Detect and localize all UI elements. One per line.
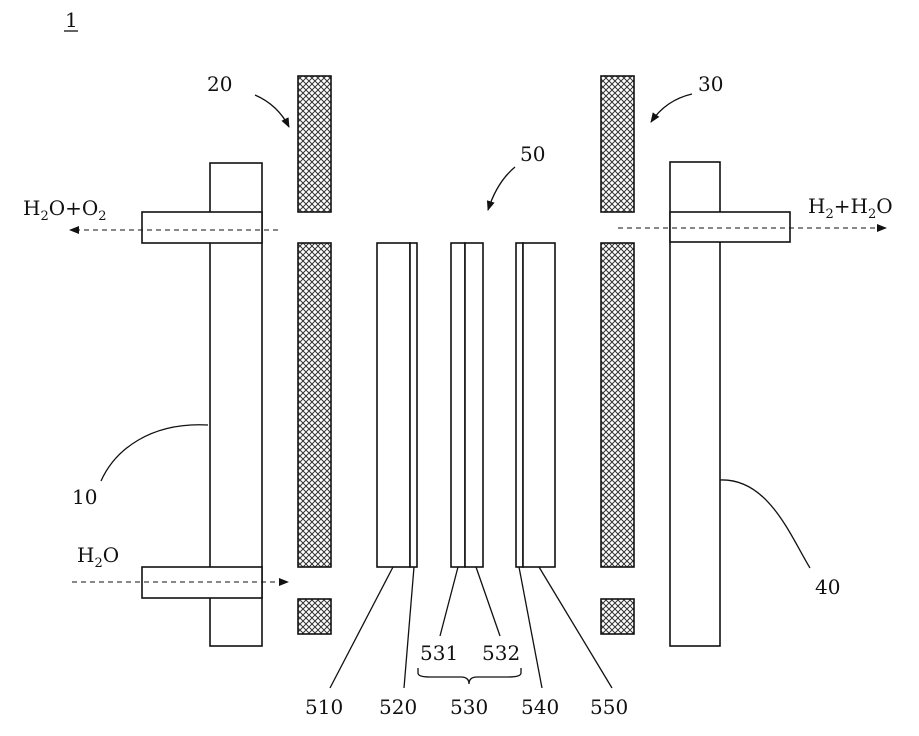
label-20: 20 xyxy=(207,72,232,96)
leader-520 xyxy=(404,567,414,688)
cathode-outlet-port xyxy=(670,212,790,242)
label-50: 50 xyxy=(520,142,545,166)
cathode-plate-40 xyxy=(670,162,790,646)
label-10: 10 xyxy=(72,485,97,509)
leader-531 xyxy=(440,567,458,636)
label-520: 520 xyxy=(379,695,417,719)
layer-510 xyxy=(377,243,410,567)
layer-540 xyxy=(516,243,523,567)
leader-40 xyxy=(720,480,810,568)
label-532: 532 xyxy=(482,641,520,665)
anode-plate-10 xyxy=(142,163,262,646)
leader-20 xyxy=(255,95,289,127)
leader-510 xyxy=(330,567,393,688)
label-540: 540 xyxy=(521,695,559,719)
membrane-assembly-50 xyxy=(377,243,555,567)
leader-10 xyxy=(101,425,208,481)
layer-520 xyxy=(410,243,417,567)
gasket-20-top xyxy=(298,76,331,212)
anode-gasket-20 xyxy=(298,76,331,634)
gasket-30-top xyxy=(601,76,634,212)
layer-550 xyxy=(523,243,555,567)
label-40: 40 xyxy=(815,575,840,599)
figure-label: 1 xyxy=(65,8,78,32)
layer-532 xyxy=(465,243,483,567)
label-550: 550 xyxy=(590,695,628,719)
inlet-left-label: H2O xyxy=(77,543,119,571)
label-30: 30 xyxy=(698,72,723,96)
label-530: 530 xyxy=(450,695,488,719)
brace-530 xyxy=(418,668,521,684)
leader-30 xyxy=(651,94,692,122)
outlet-right-label: H2+H2O xyxy=(808,194,893,222)
gasket-20-bottom xyxy=(298,599,331,634)
anode-outlet-port xyxy=(142,212,262,243)
label-531: 531 xyxy=(420,641,458,665)
leader-540 xyxy=(519,567,542,688)
gasket-30-middle xyxy=(601,243,634,567)
cathode-gasket-30 xyxy=(601,76,634,634)
gasket-20-middle xyxy=(298,243,331,567)
leader-532 xyxy=(476,567,500,636)
gasket-30-bottom xyxy=(601,599,634,634)
outlet-left-label: H2O+O2 xyxy=(23,196,107,224)
label-510: 510 xyxy=(305,695,343,719)
layer-531 xyxy=(451,243,465,567)
leader-50 xyxy=(488,167,515,210)
